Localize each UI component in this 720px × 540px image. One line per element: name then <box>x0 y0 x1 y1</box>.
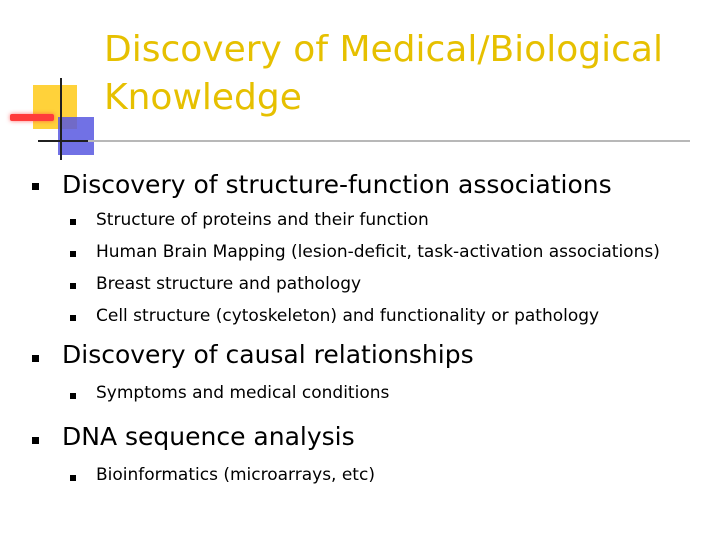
decor-red-bar <box>10 114 54 121</box>
bullet-icon <box>70 219 76 225</box>
list-item: Human Brain Mapping (lesion-deficit, tas… <box>96 242 660 262</box>
section-heading: Discovery of causal relationships <box>62 340 474 369</box>
list-item: Symptoms and medical conditions <box>96 383 390 403</box>
section-heading: DNA sequence analysis <box>62 422 355 451</box>
bullet-icon <box>70 283 76 289</box>
slide-title-line-2: Knowledge <box>104 77 302 118</box>
section-heading: Discovery of structure-function associat… <box>62 170 612 199</box>
bullet-icon <box>70 251 76 257</box>
bullet-icon <box>70 315 76 321</box>
list-item: Cell structure (cytoskeleton) and functi… <box>96 306 600 326</box>
bullet-icon <box>32 437 39 444</box>
bullet-icon <box>32 355 39 362</box>
list-item: Bioinformatics (microarrays, etc) <box>96 465 375 485</box>
bullet-icon <box>32 183 39 190</box>
bullet-icon <box>70 393 76 399</box>
list-item: Breast structure and pathology <box>96 274 362 294</box>
title-divider-line <box>38 140 690 142</box>
title-divider-accent <box>38 140 88 142</box>
list-item: Structure of proteins and their function <box>96 210 429 230</box>
slide-title-line-1: Discovery of Medical/Biological <box>104 29 663 70</box>
slide-title: Discovery of Medical/Biological Knowledg… <box>104 26 704 122</box>
bullet-icon <box>70 475 76 481</box>
decor-vertical-line <box>60 78 62 160</box>
decor-blue-square <box>58 117 94 155</box>
